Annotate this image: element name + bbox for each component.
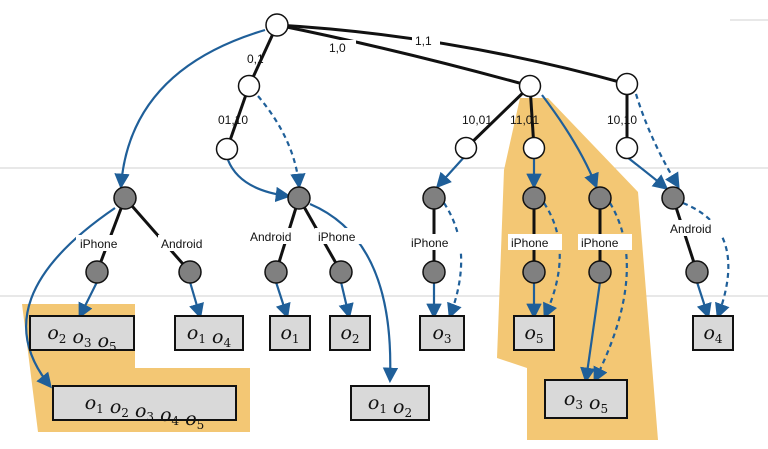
leaf-box: o1 o2 o3 o4 o5 — [52, 385, 237, 432]
blue-dashed-arrows — [257, 93, 730, 383]
edge-label: 10,10 — [607, 113, 637, 127]
leaf-box: o2 o3 o5 — [29, 315, 135, 354]
edge-label: 10,01 — [462, 113, 492, 127]
branch-label: iPhone — [318, 230, 356, 244]
node — [518, 74, 542, 98]
leaf-label: o1 o4 — [187, 322, 232, 350]
leaf-label: o3 — [432, 322, 451, 346]
node — [615, 72, 639, 96]
leaf-box-frame — [513, 315, 555, 351]
leaf-box-frame — [350, 385, 430, 421]
leaf-box-frame — [269, 315, 311, 351]
branch-label: iPhone — [511, 236, 549, 250]
leaf-box-frame — [29, 315, 135, 351]
edge-label: 11,01 — [510, 113, 539, 127]
leaf-label: o1 o2 — [368, 392, 412, 420]
branch-label: iPhone — [80, 237, 118, 251]
leaf-box-frame — [329, 315, 371, 351]
leaf-box: o1 — [269, 315, 311, 351]
node — [588, 186, 612, 210]
node — [178, 260, 202, 284]
leaf-box-frame — [544, 379, 628, 419]
node — [287, 186, 311, 210]
leaf-box: o1 o2 — [350, 385, 430, 421]
leaf-label: o4 — [703, 322, 722, 346]
node — [237, 74, 261, 98]
node — [685, 260, 709, 284]
node — [113, 186, 137, 210]
root-node — [265, 13, 289, 37]
leaf-label: o5 — [524, 322, 543, 346]
leaf-label: o1 — [280, 322, 299, 346]
branch-label: iPhone — [581, 236, 619, 250]
leaf-box: o3 o5 — [544, 379, 628, 419]
leaf-box-frame — [419, 315, 465, 351]
gray-nodes — [85, 186, 709, 284]
node — [522, 260, 546, 284]
leaf-box: o4 — [692, 315, 734, 351]
node — [422, 260, 446, 284]
leaf-box: o2 — [329, 315, 371, 351]
leaf-box: o3 — [419, 315, 465, 351]
blue-solid-arrows — [25, 28, 712, 389]
node — [422, 186, 446, 210]
node — [661, 186, 685, 210]
node — [264, 260, 288, 284]
edge-label: 0,1 — [247, 52, 264, 66]
node — [588, 260, 612, 284]
leaf-label: o1 o2 o3 o4 o5 — [85, 392, 205, 432]
node — [454, 136, 478, 160]
branch-labels: iPhone Android Android iPhone iPhone iPh… — [76, 220, 727, 251]
leaf-label: o2 o3 o5 — [47, 322, 116, 354]
branch-label: Android — [250, 230, 291, 244]
branch-label: Android — [670, 222, 711, 236]
leaf-label: o2 — [340, 322, 359, 346]
node — [522, 136, 546, 160]
leaf-label: o3 o5 — [564, 388, 608, 416]
leaf-box-frame — [174, 315, 244, 351]
branch-label: iPhone — [411, 236, 449, 250]
node — [522, 186, 546, 210]
edge-labels: 0,1 1,0 1,1 01,10 10,01 11,01 10,10 — [218, 33, 637, 127]
edge-label: 1,1 — [415, 34, 432, 48]
edge-label: 01,10 — [218, 113, 248, 127]
leaf-boxes: o2 o3 o5 o1 o2 o3 o4 o5 o1 o4 o1 o2 o1 o… — [29, 315, 734, 432]
node — [215, 137, 239, 161]
white-nodes — [215, 13, 639, 161]
leaf-box-frame — [52, 385, 237, 421]
leaf-box-frame — [692, 315, 734, 351]
node — [85, 260, 109, 284]
branch-label: Android — [161, 237, 202, 251]
leaf-box: o1 o4 — [174, 315, 244, 351]
edge-label: 1,0 — [329, 41, 346, 55]
node — [329, 260, 353, 284]
node — [615, 136, 639, 160]
leaf-box: o5 — [513, 315, 555, 351]
